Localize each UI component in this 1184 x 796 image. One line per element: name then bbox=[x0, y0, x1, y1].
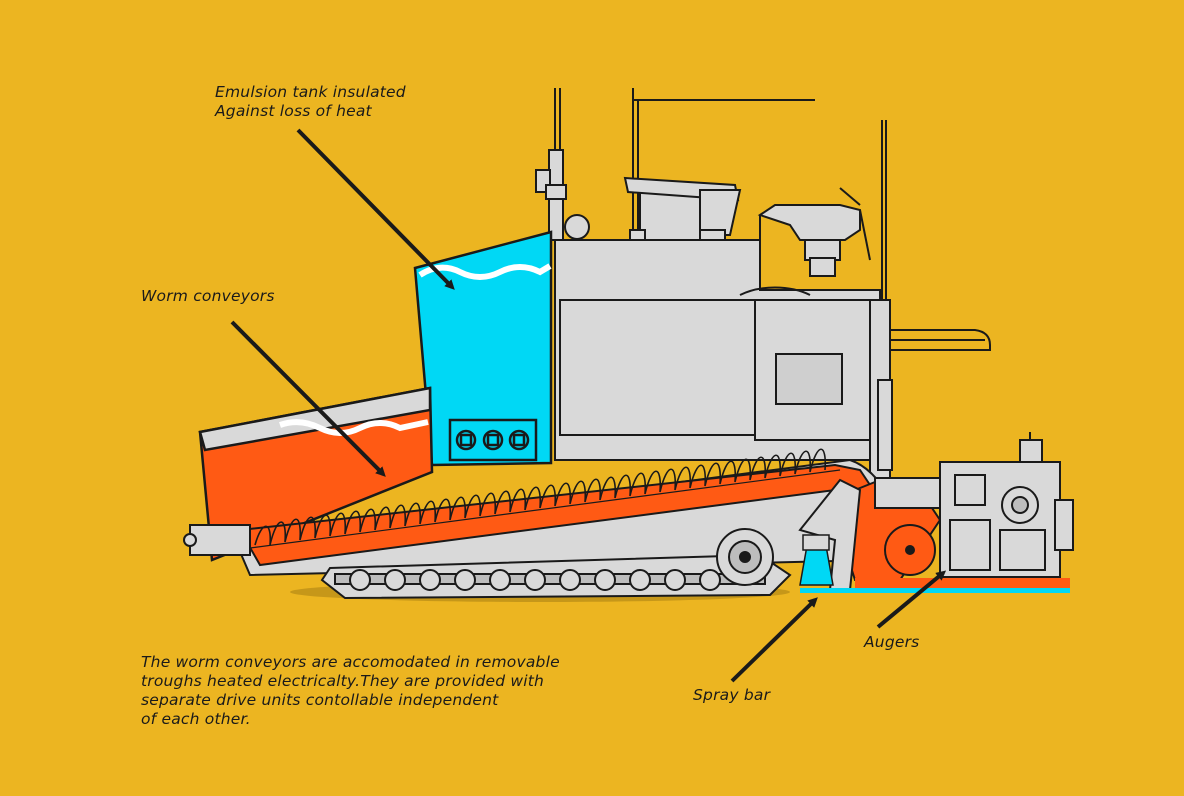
arrow-spray bbox=[730, 597, 818, 683]
emulsion-tank bbox=[413, 230, 553, 467]
conveyor-description: The worm conveyors are accomodated in re… bbox=[141, 653, 560, 729]
hopper bbox=[198, 386, 434, 562]
augers-label: Augers bbox=[864, 633, 920, 651]
description-line-3: separate drive units contollable indepen… bbox=[141, 691, 499, 709]
control-rail bbox=[869, 299, 991, 481]
arrow-augers bbox=[876, 570, 947, 629]
spray-bar-label: Spray bar bbox=[693, 686, 771, 704]
auger bbox=[884, 524, 936, 576]
engine-housing bbox=[554, 239, 881, 461]
emulsion-layer bbox=[800, 588, 1070, 593]
description-line-4: of each other. bbox=[141, 710, 251, 728]
access-panel bbox=[775, 353, 843, 405]
operator-seat bbox=[757, 187, 871, 290]
emulsion-tank-label: Emulsion tank insulated Against loss of … bbox=[215, 83, 406, 121]
annotation-arrows bbox=[230, 128, 947, 683]
emulsion-tank-label-line-1: Emulsion tank insulated bbox=[215, 83, 406, 101]
light-post bbox=[535, 149, 590, 241]
description-line-2: troughs heated electricalty.They are pro… bbox=[141, 672, 545, 690]
arrow-worm bbox=[230, 320, 386, 477]
material-layer bbox=[855, 578, 1070, 588]
screed-unit bbox=[939, 432, 1074, 578]
track-assembly bbox=[183, 524, 792, 600]
emulsion-tank-label-line-2: Against loss of heat bbox=[215, 102, 372, 120]
spray-bar bbox=[799, 534, 834, 586]
arrow-emulsion bbox=[296, 128, 455, 290]
lamp-icon bbox=[564, 214, 590, 240]
worm-conveyors-label: Worm conveyors bbox=[141, 287, 275, 305]
description-line-1: The worm conveyors are accomodated in re… bbox=[141, 653, 560, 671]
screed-arm bbox=[798, 477, 946, 591]
